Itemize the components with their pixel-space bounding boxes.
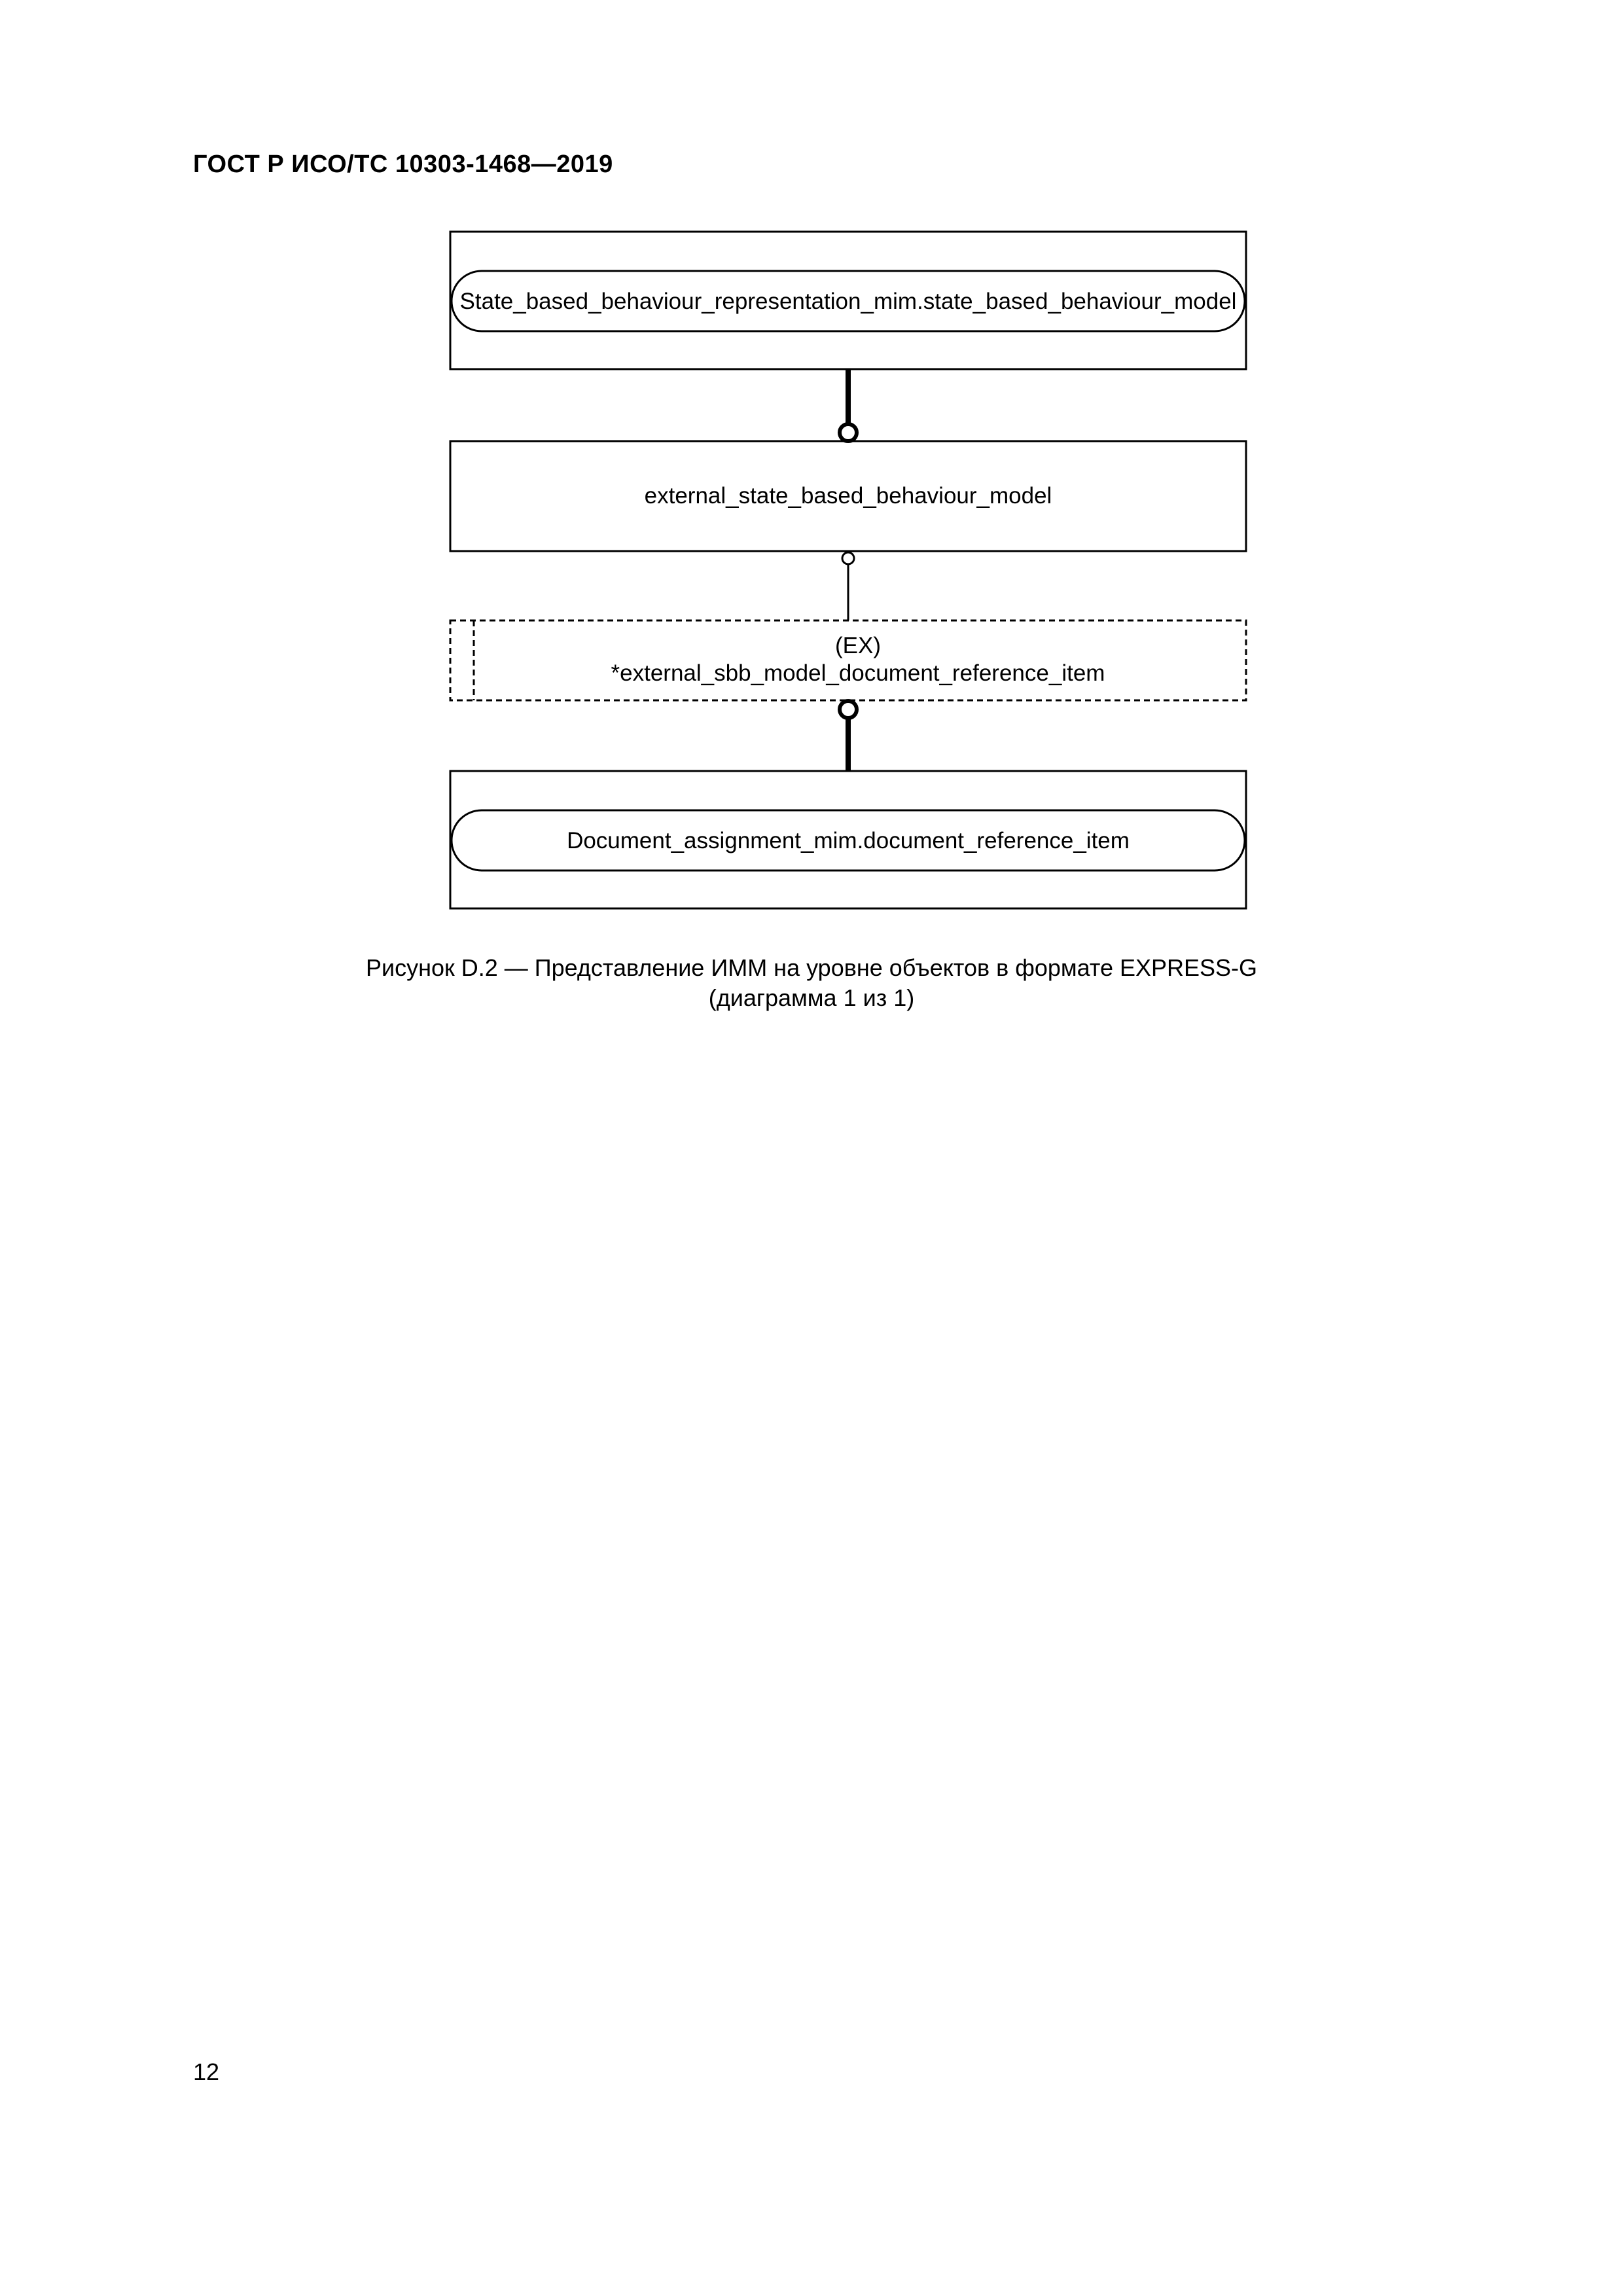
figure-caption: Рисунок D.2 — Представление ИММ на уровн… bbox=[0, 953, 1623, 1013]
node-label: *external_sbb_model_document_reference_i… bbox=[611, 660, 1105, 686]
relationship-circle bbox=[838, 422, 859, 443]
express-g-diagram: State_based_behaviour_representation_mim… bbox=[449, 230, 1247, 910]
figure-caption-subtitle: (диаграмма 1 из 1) bbox=[708, 984, 915, 1011]
document-header: ГОСТ Р ИСО/ТС 10303-1468—2019 bbox=[193, 151, 613, 178]
node-external-state-based-behaviour-model: external_state_based_behaviour_model bbox=[449, 440, 1247, 552]
relationship-supertype-2 bbox=[838, 699, 859, 771]
node-label: Document_assignment_mim.document_referen… bbox=[567, 828, 1130, 853]
node-label: external_state_based_behaviour_model bbox=[645, 483, 1052, 509]
relationship-supertype-1 bbox=[838, 369, 859, 443]
node-label: State_based_behaviour_representation_mim… bbox=[460, 289, 1237, 314]
node-box bbox=[449, 440, 1247, 552]
relationship-circle bbox=[838, 699, 859, 720]
node-rounded-label-box bbox=[450, 809, 1246, 872]
node-tag: (EX) bbox=[835, 633, 881, 658]
relationship-circle bbox=[841, 551, 855, 565]
page-number: 12 bbox=[193, 2058, 220, 2085]
node-state-based-behaviour-model: State_based_behaviour_representation_mim… bbox=[449, 230, 1247, 370]
node-rounded-label-box bbox=[450, 270, 1246, 332]
node-outer-box bbox=[449, 770, 1247, 910]
node-external-sbb-model-document-reference-item: (EX) *external_sbb_model_document_refere… bbox=[449, 619, 1247, 702]
relationship-attribute bbox=[841, 551, 855, 620]
node-document-reference-item: Document_assignment_mim.document_referen… bbox=[449, 770, 1247, 910]
figure-caption-title: Рисунок D.2 — Представление ИММ на уровн… bbox=[365, 954, 1258, 981]
node-dashed-box bbox=[449, 619, 1247, 702]
